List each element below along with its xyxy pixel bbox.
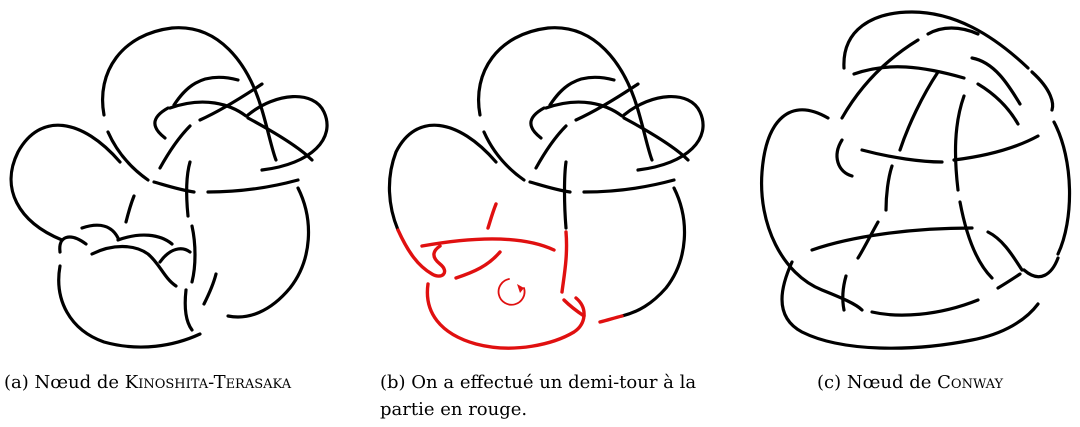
knot-a-strand bbox=[190, 224, 197, 284]
knot-a-strand bbox=[168, 100, 248, 118]
knot-b-red-strand bbox=[454, 250, 502, 280]
knot-a-strand bbox=[246, 116, 314, 162]
caption-c-prefix: (c) Nœud de bbox=[817, 372, 938, 393]
knot-b-black-strands bbox=[387, 26, 705, 318]
knot-c-strand bbox=[1052, 120, 1072, 256]
knot-c-strand bbox=[986, 230, 1024, 272]
knot-a-strand bbox=[101, 26, 278, 162]
knot-a-strand bbox=[158, 124, 192, 170]
knot-c-strand bbox=[1022, 256, 1060, 279]
knot-c-strand bbox=[976, 82, 1020, 126]
knot-a-strand bbox=[183, 288, 194, 332]
knot-b-strand bbox=[622, 116, 690, 162]
caption-b-line2: partie en rouge. bbox=[380, 399, 528, 420]
knot-c-strand bbox=[952, 134, 1040, 162]
conway-knot-diagram bbox=[759, 10, 1072, 350]
knot-c-panel bbox=[742, 0, 1080, 365]
caption-c: (c) Nœud de Conway bbox=[817, 369, 1003, 396]
knot-b-red-strands bbox=[396, 202, 624, 350]
knot-c-strand bbox=[810, 226, 974, 252]
knot-a-strand bbox=[202, 272, 218, 306]
knot-a-strand bbox=[9, 123, 122, 242]
knot-a-strand bbox=[246, 95, 329, 172]
knot-a-panel bbox=[0, 0, 360, 365]
knot-a-strand bbox=[80, 223, 120, 240]
knot-a-strand bbox=[172, 75, 240, 107]
knot-a-strand bbox=[58, 235, 88, 254]
knot-a-strand bbox=[152, 180, 196, 194]
knot-b-strand bbox=[582, 178, 676, 194]
caption-c-name: Conway bbox=[937, 372, 1004, 393]
knot-b-red-strand bbox=[486, 202, 498, 230]
knot-c-strand bbox=[759, 108, 864, 312]
knot-a-strand bbox=[198, 82, 264, 122]
half-twist-knot-diagram bbox=[387, 26, 705, 350]
knot-c-strand bbox=[958, 200, 994, 280]
knot-c-strand bbox=[898, 70, 940, 152]
knot-a-strand bbox=[90, 244, 178, 288]
knot-b-strand bbox=[534, 124, 568, 170]
knot-b-strand bbox=[544, 100, 624, 118]
knot-b-strand bbox=[562, 160, 568, 230]
knot-c-strand bbox=[780, 260, 1040, 350]
knot-c-strand bbox=[870, 298, 980, 317]
knot-b-red-strand bbox=[598, 314, 624, 324]
knot-b-strand bbox=[548, 75, 616, 107]
knot-c-strand bbox=[884, 164, 894, 212]
knot-b-panel bbox=[378, 0, 718, 365]
knot-c-strand bbox=[856, 220, 880, 260]
knot-a-strand bbox=[185, 160, 192, 218]
knot-a-strand bbox=[116, 233, 174, 246]
caption-a: (a) Nœud de Kinoshita-Terasaka bbox=[4, 369, 291, 396]
knot-b-strand bbox=[622, 95, 705, 172]
knot-c-strand bbox=[841, 274, 848, 312]
caption-a-prefix: (a) Nœud de bbox=[4, 372, 125, 393]
knot-b-strand bbox=[387, 123, 498, 232]
knot-c-strand bbox=[840, 38, 920, 120]
knot-a-strand bbox=[206, 178, 300, 194]
knot-b-strand bbox=[482, 130, 526, 182]
knot-c-strands bbox=[759, 10, 1072, 350]
knot-a-strands bbox=[9, 26, 329, 349]
knot-c-strand bbox=[926, 26, 980, 36]
knot-a-strand bbox=[153, 106, 170, 140]
knot-c-strand bbox=[953, 94, 966, 192]
knot-c-strand bbox=[996, 272, 1022, 290]
knot-b-strand bbox=[528, 180, 572, 194]
knot-b-strand bbox=[477, 26, 654, 162]
knot-b-red-strand bbox=[560, 230, 569, 294]
knot-b-red-strand bbox=[425, 282, 586, 350]
knot-c-strand bbox=[970, 56, 1022, 106]
caption-b-line1: (b) On a effectué un demi-tour à la bbox=[380, 372, 697, 393]
knot-a-strand bbox=[226, 186, 311, 319]
knot-c-strand bbox=[835, 138, 854, 178]
knot-a-strand bbox=[106, 130, 150, 182]
knot-a-strand bbox=[158, 247, 192, 264]
knot-b-red-strand bbox=[420, 237, 556, 252]
knot-b-strand bbox=[620, 186, 687, 318]
knot-c-strand bbox=[852, 65, 966, 80]
circular-arrow-icon bbox=[497, 278, 526, 306]
knot-b-strand bbox=[529, 106, 546, 140]
knot-c-strand bbox=[842, 10, 1030, 70]
caption-a-name: Kinoshita-Terasaka bbox=[124, 372, 292, 393]
caption-b: (b) On a effectué un demi-tour à la part… bbox=[380, 369, 696, 423]
knot-b-strand bbox=[574, 82, 640, 122]
knot-b-red-strand bbox=[396, 228, 447, 278]
knot-a-strand bbox=[124, 194, 136, 224]
kinoshita-terasaka-knot-diagram bbox=[9, 26, 329, 349]
knot-a-strand bbox=[57, 264, 202, 349]
knot-c-strand bbox=[1030, 70, 1055, 112]
knot-c-strand bbox=[860, 148, 944, 164]
